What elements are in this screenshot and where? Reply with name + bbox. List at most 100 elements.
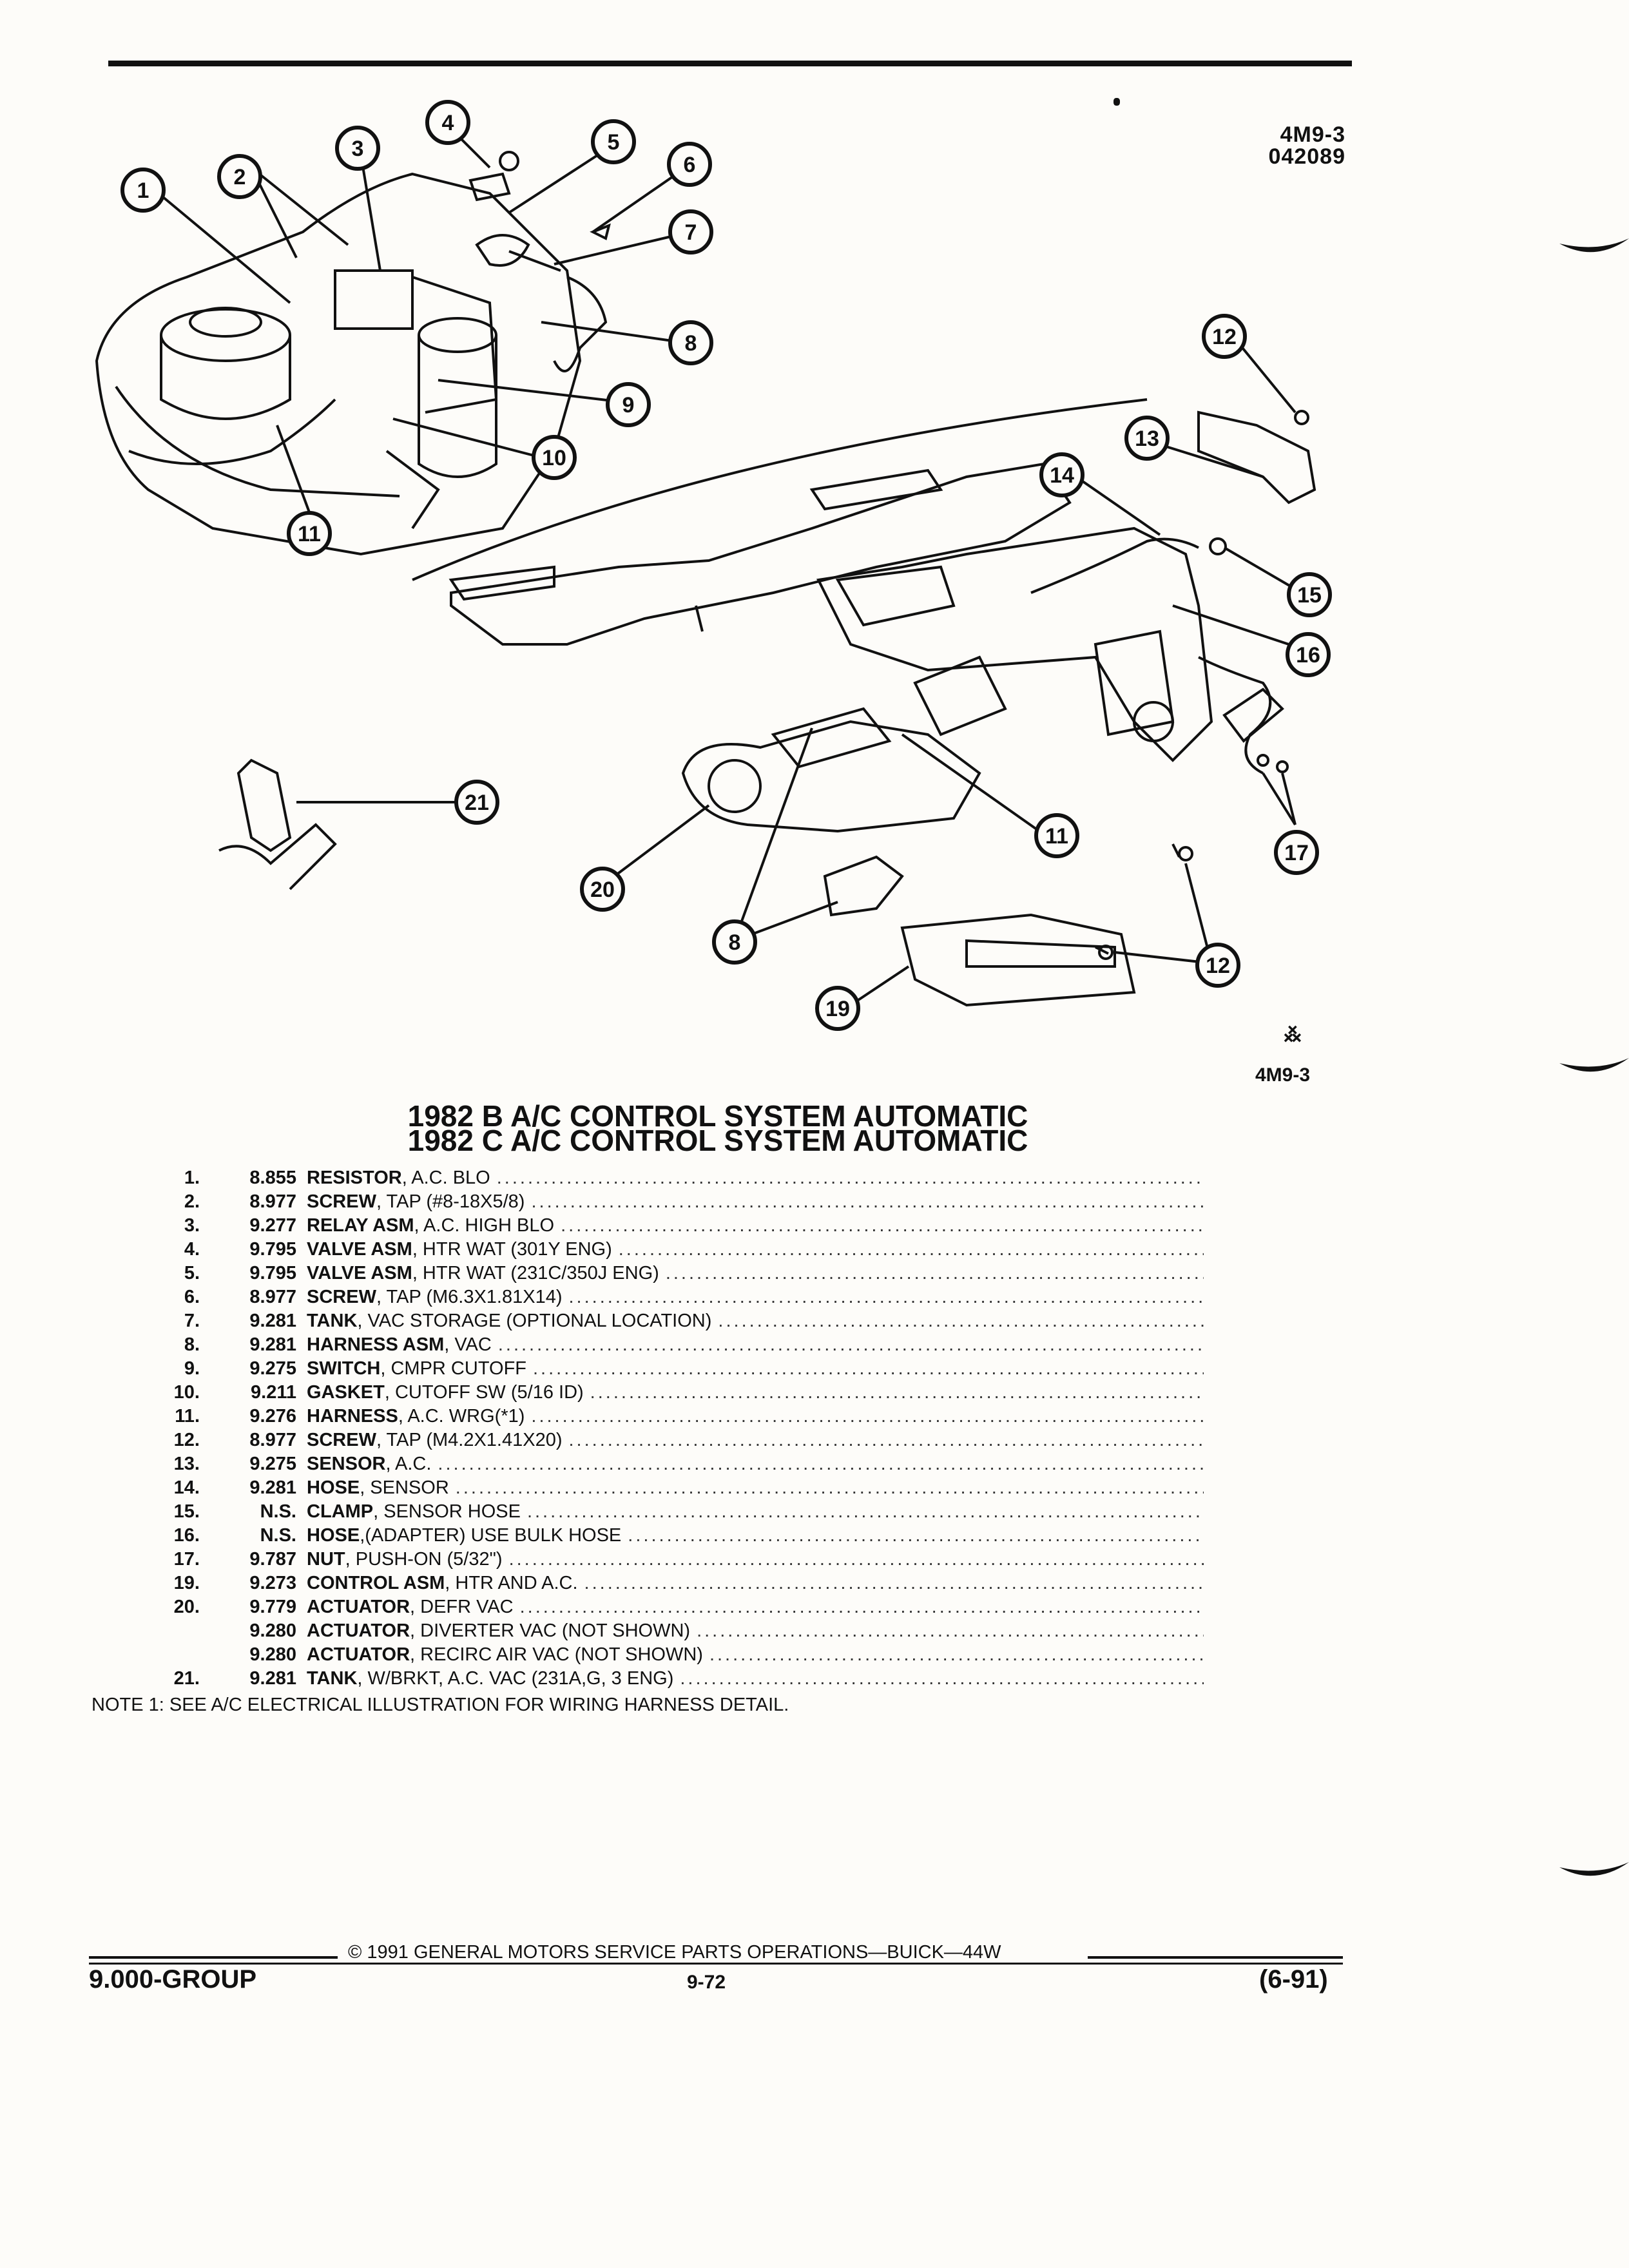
part-group-code: 9.281 bbox=[249, 1334, 296, 1355]
part-name: VALVE ASM bbox=[307, 1263, 412, 1283]
part-group-code: 9.277 bbox=[249, 1215, 296, 1236]
top-rule bbox=[108, 61, 1352, 66]
part-description: HOSE,(ADAPTER) USE BULK HOSE bbox=[307, 1524, 1204, 1548]
callout-15: 15 bbox=[1287, 572, 1332, 617]
dot-leader bbox=[718, 1309, 1204, 1333]
part-description: RESISTOR, A.C. BLO bbox=[307, 1166, 1204, 1190]
svg-text:1: 1 bbox=[137, 178, 149, 203]
part-detail: , SENSOR bbox=[360, 1477, 449, 1498]
part-description: TANK, W/BRKT, A.C. VAC (231A,G, 3 ENG) bbox=[307, 1667, 1204, 1691]
part-detail: , CUTOFF SW (5/16 ID) bbox=[384, 1382, 584, 1403]
part-number: 8. bbox=[184, 1334, 200, 1355]
part-name: SCREW bbox=[307, 1430, 376, 1450]
part-group-code: 9.795 bbox=[249, 1263, 296, 1283]
part-detail: , DIVERTER VAC (NOT SHOWN) bbox=[410, 1620, 691, 1641]
part-detail: , HTR WAT (231C/350J ENG) bbox=[412, 1263, 659, 1283]
part-number: 7. bbox=[184, 1311, 200, 1331]
dot-leader bbox=[619, 1238, 1204, 1262]
dot-leader bbox=[498, 1333, 1204, 1357]
svg-text:4: 4 bbox=[442, 111, 454, 135]
dot-leader bbox=[666, 1262, 1204, 1285]
callout-1: 1 bbox=[120, 168, 166, 213]
callout-7: 7 bbox=[668, 209, 713, 255]
callout-4: 4 bbox=[425, 100, 470, 145]
part-number: 4. bbox=[184, 1239, 200, 1260]
callout-6: 6 bbox=[667, 142, 712, 187]
part-number: 6. bbox=[184, 1287, 200, 1307]
part-description: ACTUATOR, DEFR VAC bbox=[307, 1595, 1204, 1619]
part-number: 14. bbox=[173, 1477, 200, 1498]
part-number: 5. bbox=[184, 1263, 200, 1283]
part-detail: , TAP (#8-18X5/8) bbox=[376, 1191, 525, 1212]
part-detail: , W/BRKT, A.C. VAC (231A,G, 3 ENG) bbox=[357, 1668, 674, 1689]
svg-text:3: 3 bbox=[352, 137, 364, 161]
dot-leader bbox=[569, 1428, 1204, 1452]
part-description: SCREW, TAP (M4.2X1.41X20) bbox=[307, 1428, 1204, 1452]
part-name: SCREW bbox=[307, 1191, 376, 1212]
part-number: 13. bbox=[173, 1454, 200, 1474]
dot-leader bbox=[509, 1548, 1204, 1571]
figure-reference: 4M9-3 042089 bbox=[1269, 124, 1345, 168]
figure-number: 042089 bbox=[1268, 144, 1345, 169]
copyright: © 1991 GENERAL MOTORS SERVICE PARTS OPER… bbox=[348, 1942, 1001, 1963]
svg-text:11: 11 bbox=[298, 522, 321, 546]
part-group-code: N.S. bbox=[260, 1525, 296, 1546]
part-group-code: N.S. bbox=[260, 1501, 296, 1522]
part-group-code: 9.281 bbox=[249, 1311, 296, 1331]
part-description: NUT, PUSH-ON (5/32") bbox=[307, 1548, 1204, 1571]
svg-text:8: 8 bbox=[685, 331, 697, 356]
part-name: VALVE ASM bbox=[307, 1239, 412, 1260]
group-label: 9.000-GROUP bbox=[89, 1965, 257, 1994]
svg-text:12: 12 bbox=[1206, 954, 1230, 978]
part-description: VALVE ASM, HTR WAT (301Y ENG) bbox=[307, 1238, 1204, 1262]
dot-leader bbox=[527, 1500, 1204, 1524]
part-number: 17. bbox=[173, 1549, 200, 1570]
svg-text:9: 9 bbox=[622, 393, 635, 418]
svg-text:21: 21 bbox=[465, 791, 489, 815]
svg-text:2: 2 bbox=[234, 165, 246, 189]
part-row: 15.N.S.CLAMP, SENSOR HOSE bbox=[160, 1500, 1204, 1524]
callout-16: 16 bbox=[1286, 632, 1331, 677]
title-line-1: 1982 B A/C CONTROL SYSTEM AUTOMATIC bbox=[407, 1099, 1028, 1133]
callout-2: 2 bbox=[217, 154, 262, 199]
part-number: 20. bbox=[173, 1597, 200, 1617]
svg-text:17: 17 bbox=[1284, 841, 1309, 865]
dot-leader bbox=[561, 1214, 1204, 1238]
part-name: TANK bbox=[307, 1311, 358, 1331]
part-number: 1. bbox=[184, 1168, 200, 1188]
part-name: CONTROL ASM bbox=[307, 1573, 445, 1593]
part-group-code: 9.787 bbox=[249, 1549, 296, 1570]
callout-13: 13 bbox=[1124, 416, 1170, 461]
part-row: 5. 9.795 VALVE ASM, HTR WAT (231C/350J ENG… bbox=[160, 1262, 1204, 1285]
gm-spo-logo: ࿏ bbox=[1284, 1021, 1302, 1051]
svg-text:14: 14 bbox=[1050, 463, 1074, 488]
part-name: ACTUATOR bbox=[307, 1597, 410, 1617]
dot-leader bbox=[497, 1166, 1204, 1190]
part-description: ACTUATOR, RECIRC AIR VAC (NOT SHOWN) bbox=[307, 1643, 1204, 1667]
dot-leader bbox=[533, 1357, 1204, 1381]
part-detail: , PUSH-ON (5/32") bbox=[345, 1549, 503, 1570]
part-detail: , A.C. bbox=[385, 1454, 432, 1474]
part-number: 10. bbox=[173, 1382, 200, 1403]
part-group-code: 8.977 bbox=[249, 1430, 296, 1450]
part-number: 16. bbox=[173, 1525, 200, 1546]
svg-text:10: 10 bbox=[542, 446, 566, 470]
svg-text:11: 11 bbox=[1045, 824, 1068, 849]
dot-leader bbox=[628, 1524, 1204, 1548]
part-description: CLAMP, SENSOR HOSE bbox=[307, 1500, 1204, 1524]
part-detail: , TAP (M4.2X1.41X20) bbox=[376, 1430, 563, 1450]
svg-text:15: 15 bbox=[1297, 583, 1322, 608]
figure-code: 4M9-3 bbox=[1280, 122, 1345, 147]
svg-text:6: 6 bbox=[684, 153, 696, 177]
part-row: 17. 9.787 NUT, PUSH-ON (5/32") bbox=[160, 1548, 1204, 1571]
